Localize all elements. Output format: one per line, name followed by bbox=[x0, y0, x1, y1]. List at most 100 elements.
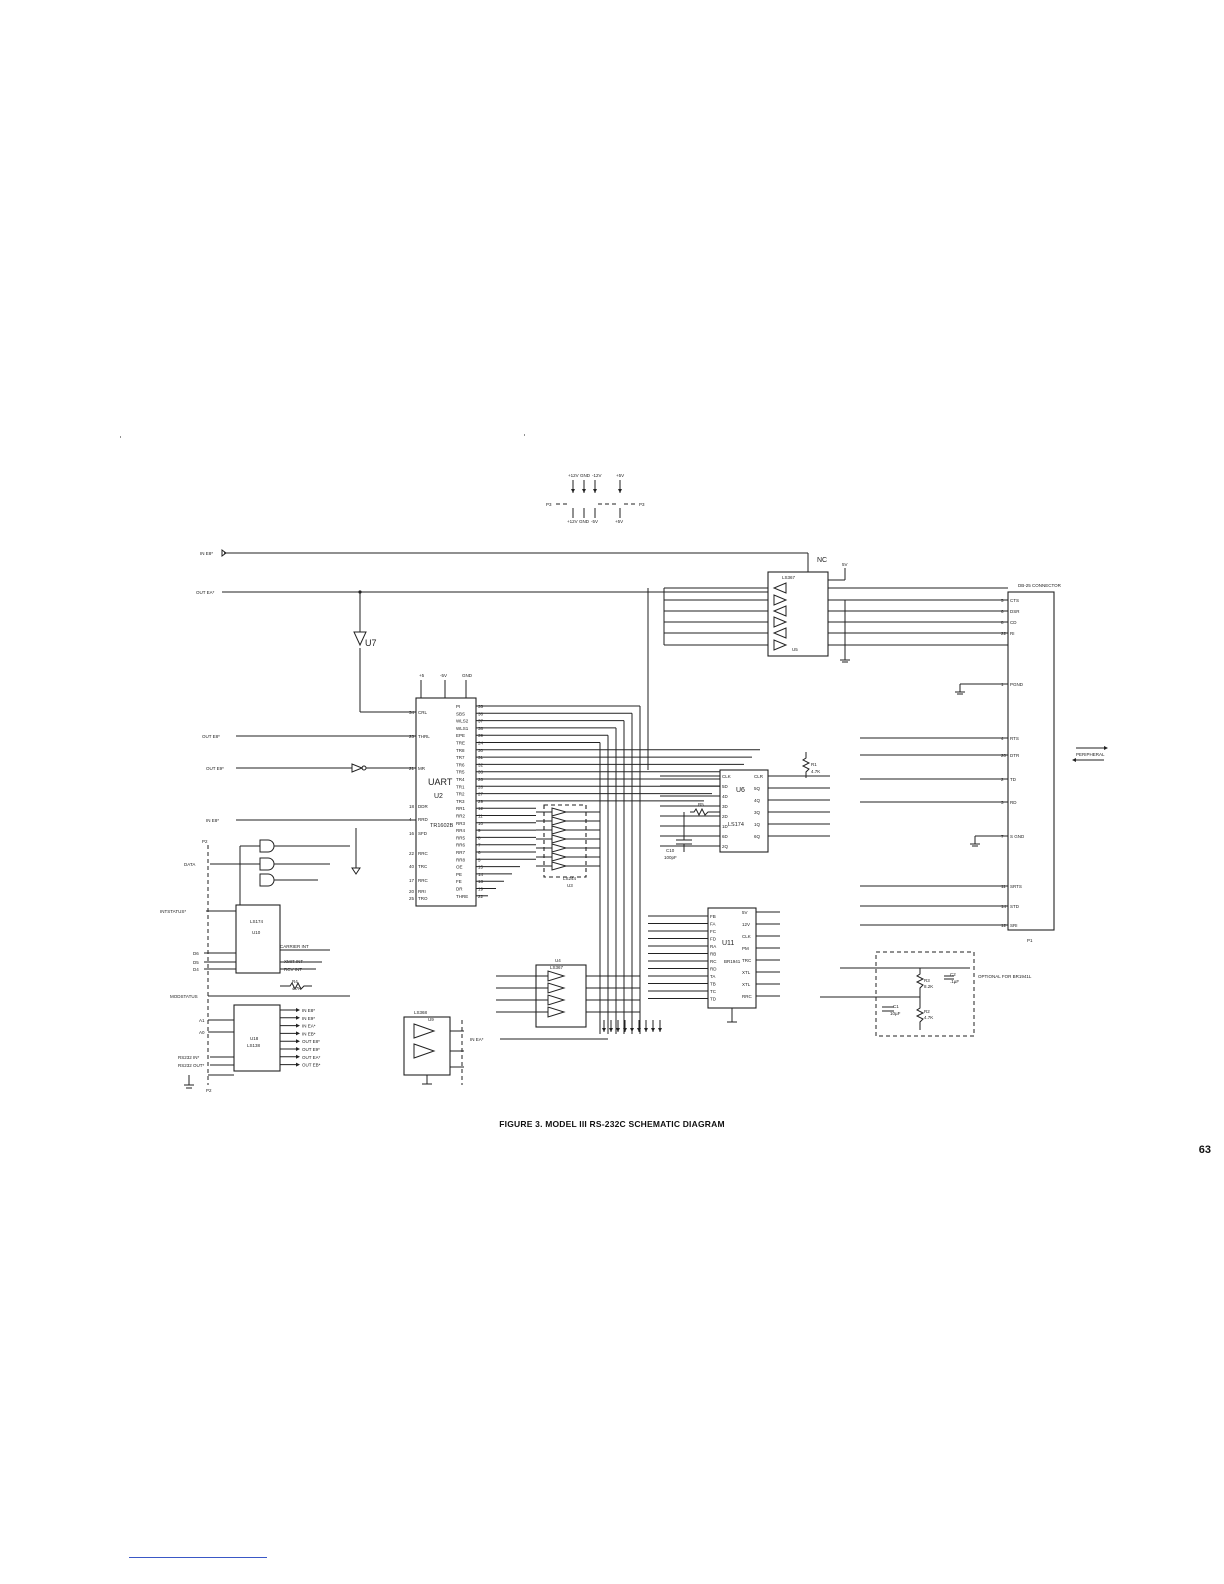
r1-value: 4.7K bbox=[811, 769, 820, 774]
pin-name: RRC bbox=[418, 878, 428, 883]
u9-ref: U9 bbox=[428, 1017, 434, 1022]
u6-pin: 4D bbox=[722, 794, 729, 799]
u4-buffer: U4 LS367 IN EA* bbox=[470, 958, 640, 1042]
decoder-output: IN EA* bbox=[302, 1024, 316, 1029]
uart-type: UART bbox=[428, 777, 453, 787]
pin-name: RR5 bbox=[456, 835, 465, 840]
u3-buffer: LS244 U3 bbox=[536, 804, 600, 888]
uart-ref: U2 bbox=[434, 793, 443, 800]
signal-label: IN E8* bbox=[206, 818, 219, 823]
u11-pin: TC bbox=[710, 989, 717, 994]
ground-symbols bbox=[351, 683, 1008, 875]
power-header: +12V GND -12V +5V P3 P3 +12V GND -5V +5V bbox=[546, 473, 645, 524]
signal-label: DATA bbox=[184, 862, 195, 867]
u11-pin: 5V bbox=[742, 910, 748, 915]
u10-input: D5 bbox=[193, 960, 199, 965]
u11-pin: RA bbox=[710, 944, 716, 949]
u5-supply: 5V bbox=[842, 562, 848, 567]
u9-part: LS368 bbox=[414, 1010, 428, 1015]
power-top-label: +12V bbox=[568, 473, 579, 478]
u11-pin: RC bbox=[710, 959, 717, 964]
u5-buffers: LS367 NC 5V U5 bbox=[647, 553, 1008, 770]
pin-name: TR2 bbox=[456, 792, 465, 797]
uart-part: TR1602B bbox=[430, 823, 454, 829]
connector-pin-num: 8 bbox=[1001, 620, 1004, 625]
u11-pin: TA bbox=[710, 974, 715, 979]
u11-pin: TRC bbox=[742, 958, 752, 963]
r3-ref: R3 bbox=[924, 978, 930, 983]
peripheral-label: PERIPHERAL bbox=[1076, 752, 1105, 757]
pin-name: TR8 bbox=[456, 748, 465, 753]
optional-oscillator-block: OPTIONAL FOR BR1941L R3 8.2K C2 .1µF R2 … bbox=[820, 951, 1032, 1037]
pin-name: PI bbox=[456, 704, 460, 709]
u11-baud-generator: U11 BR1941 FBFAFCFDRARBRCRDTATBTCTD5V12V… bbox=[648, 907, 780, 1023]
u6-pin: 2D bbox=[722, 814, 729, 819]
connector-pin-name: PGND bbox=[1010, 682, 1024, 687]
footer-rule bbox=[129, 1557, 267, 1558]
power-top-label: +5V bbox=[616, 473, 624, 478]
u11-pin: FB bbox=[710, 914, 716, 919]
u18-part: LS138 bbox=[247, 1043, 261, 1048]
pin-num: 34 bbox=[409, 710, 415, 715]
buffer-gate bbox=[773, 594, 788, 606]
connector-pin-name: RTS bbox=[1010, 736, 1019, 741]
decoder-output: OUT E8* bbox=[302, 1039, 320, 1044]
pin-name: WLS2 bbox=[456, 719, 469, 724]
pin-name: RR4 bbox=[456, 828, 465, 833]
in-ea-label: IN EA* bbox=[470, 1037, 484, 1042]
pin-name: RR1 bbox=[456, 806, 465, 811]
signal-label: RS232 IN* bbox=[178, 1055, 200, 1060]
pin-name: TR4 bbox=[456, 777, 465, 782]
pin-name: TR7 bbox=[456, 755, 465, 760]
u11-pin: FA bbox=[710, 922, 716, 927]
power-connector-label: P3 bbox=[639, 502, 645, 507]
pin-name: SFD bbox=[418, 831, 428, 836]
u11-pin: FC bbox=[710, 929, 717, 934]
u11-ref: U11 bbox=[722, 940, 734, 947]
pin-name: RR7 bbox=[456, 850, 465, 855]
signal-label: OUT E8* bbox=[202, 734, 220, 739]
c1-ref: C1 bbox=[893, 1004, 899, 1009]
r4-ref: R4 bbox=[292, 979, 298, 984]
u6-passives: R1 4.7K R5 C10 100pF bbox=[664, 752, 820, 860]
connector-pin-num: 5 bbox=[1001, 598, 1004, 603]
pin-name: FE bbox=[456, 879, 462, 884]
pin-name: EPE bbox=[456, 733, 465, 738]
uart-top-pin: +5 bbox=[419, 673, 425, 678]
pin-name: MR bbox=[418, 766, 426, 771]
pin-num: 17 bbox=[409, 878, 415, 883]
uart-top-pin: GND bbox=[462, 673, 473, 678]
r2-ref: R2 bbox=[924, 1009, 930, 1014]
u6-ref: U6 bbox=[736, 787, 745, 794]
connector-pin-num: 6 bbox=[1001, 609, 1004, 614]
u3-ref: U3 bbox=[567, 883, 573, 888]
connector-pin-name: DTR bbox=[1010, 753, 1020, 758]
u6-pin: 5Q bbox=[754, 786, 761, 791]
bus-label: P2 bbox=[206, 1088, 212, 1093]
u6-pin: 4Q bbox=[754, 798, 761, 803]
pin-name: TR5 bbox=[456, 770, 465, 775]
u6-pin: 6Q bbox=[754, 834, 761, 839]
connector-pin-name: CD bbox=[1010, 620, 1017, 625]
optional-note: OPTIONAL FOR BR1941L bbox=[978, 974, 1032, 979]
pin-num: 4 bbox=[409, 817, 412, 822]
u10-output: CARRIER INT bbox=[280, 944, 309, 949]
u6-part: LS174 bbox=[728, 822, 744, 828]
u7-label: U7 bbox=[365, 638, 377, 648]
power-top-label: -12V bbox=[592, 473, 602, 478]
jumper-row bbox=[602, 1020, 662, 1032]
pin-num: 16 bbox=[409, 831, 415, 836]
pin-name: CRL bbox=[418, 710, 427, 715]
u11-pin: RB bbox=[710, 952, 716, 957]
signal-label: INTSTATUS* bbox=[160, 909, 186, 914]
connector-pin-num: 22 bbox=[1001, 631, 1007, 636]
pin-name: THRE bbox=[456, 894, 468, 899]
pin-num: 23 bbox=[409, 734, 415, 739]
signal-label: MODSTATUS bbox=[170, 994, 198, 999]
u4-ref: U4 bbox=[555, 958, 561, 963]
addr-label: A0 bbox=[199, 1030, 205, 1035]
pin-name: DR bbox=[456, 887, 463, 892]
u6-pin: 6D bbox=[722, 834, 729, 839]
